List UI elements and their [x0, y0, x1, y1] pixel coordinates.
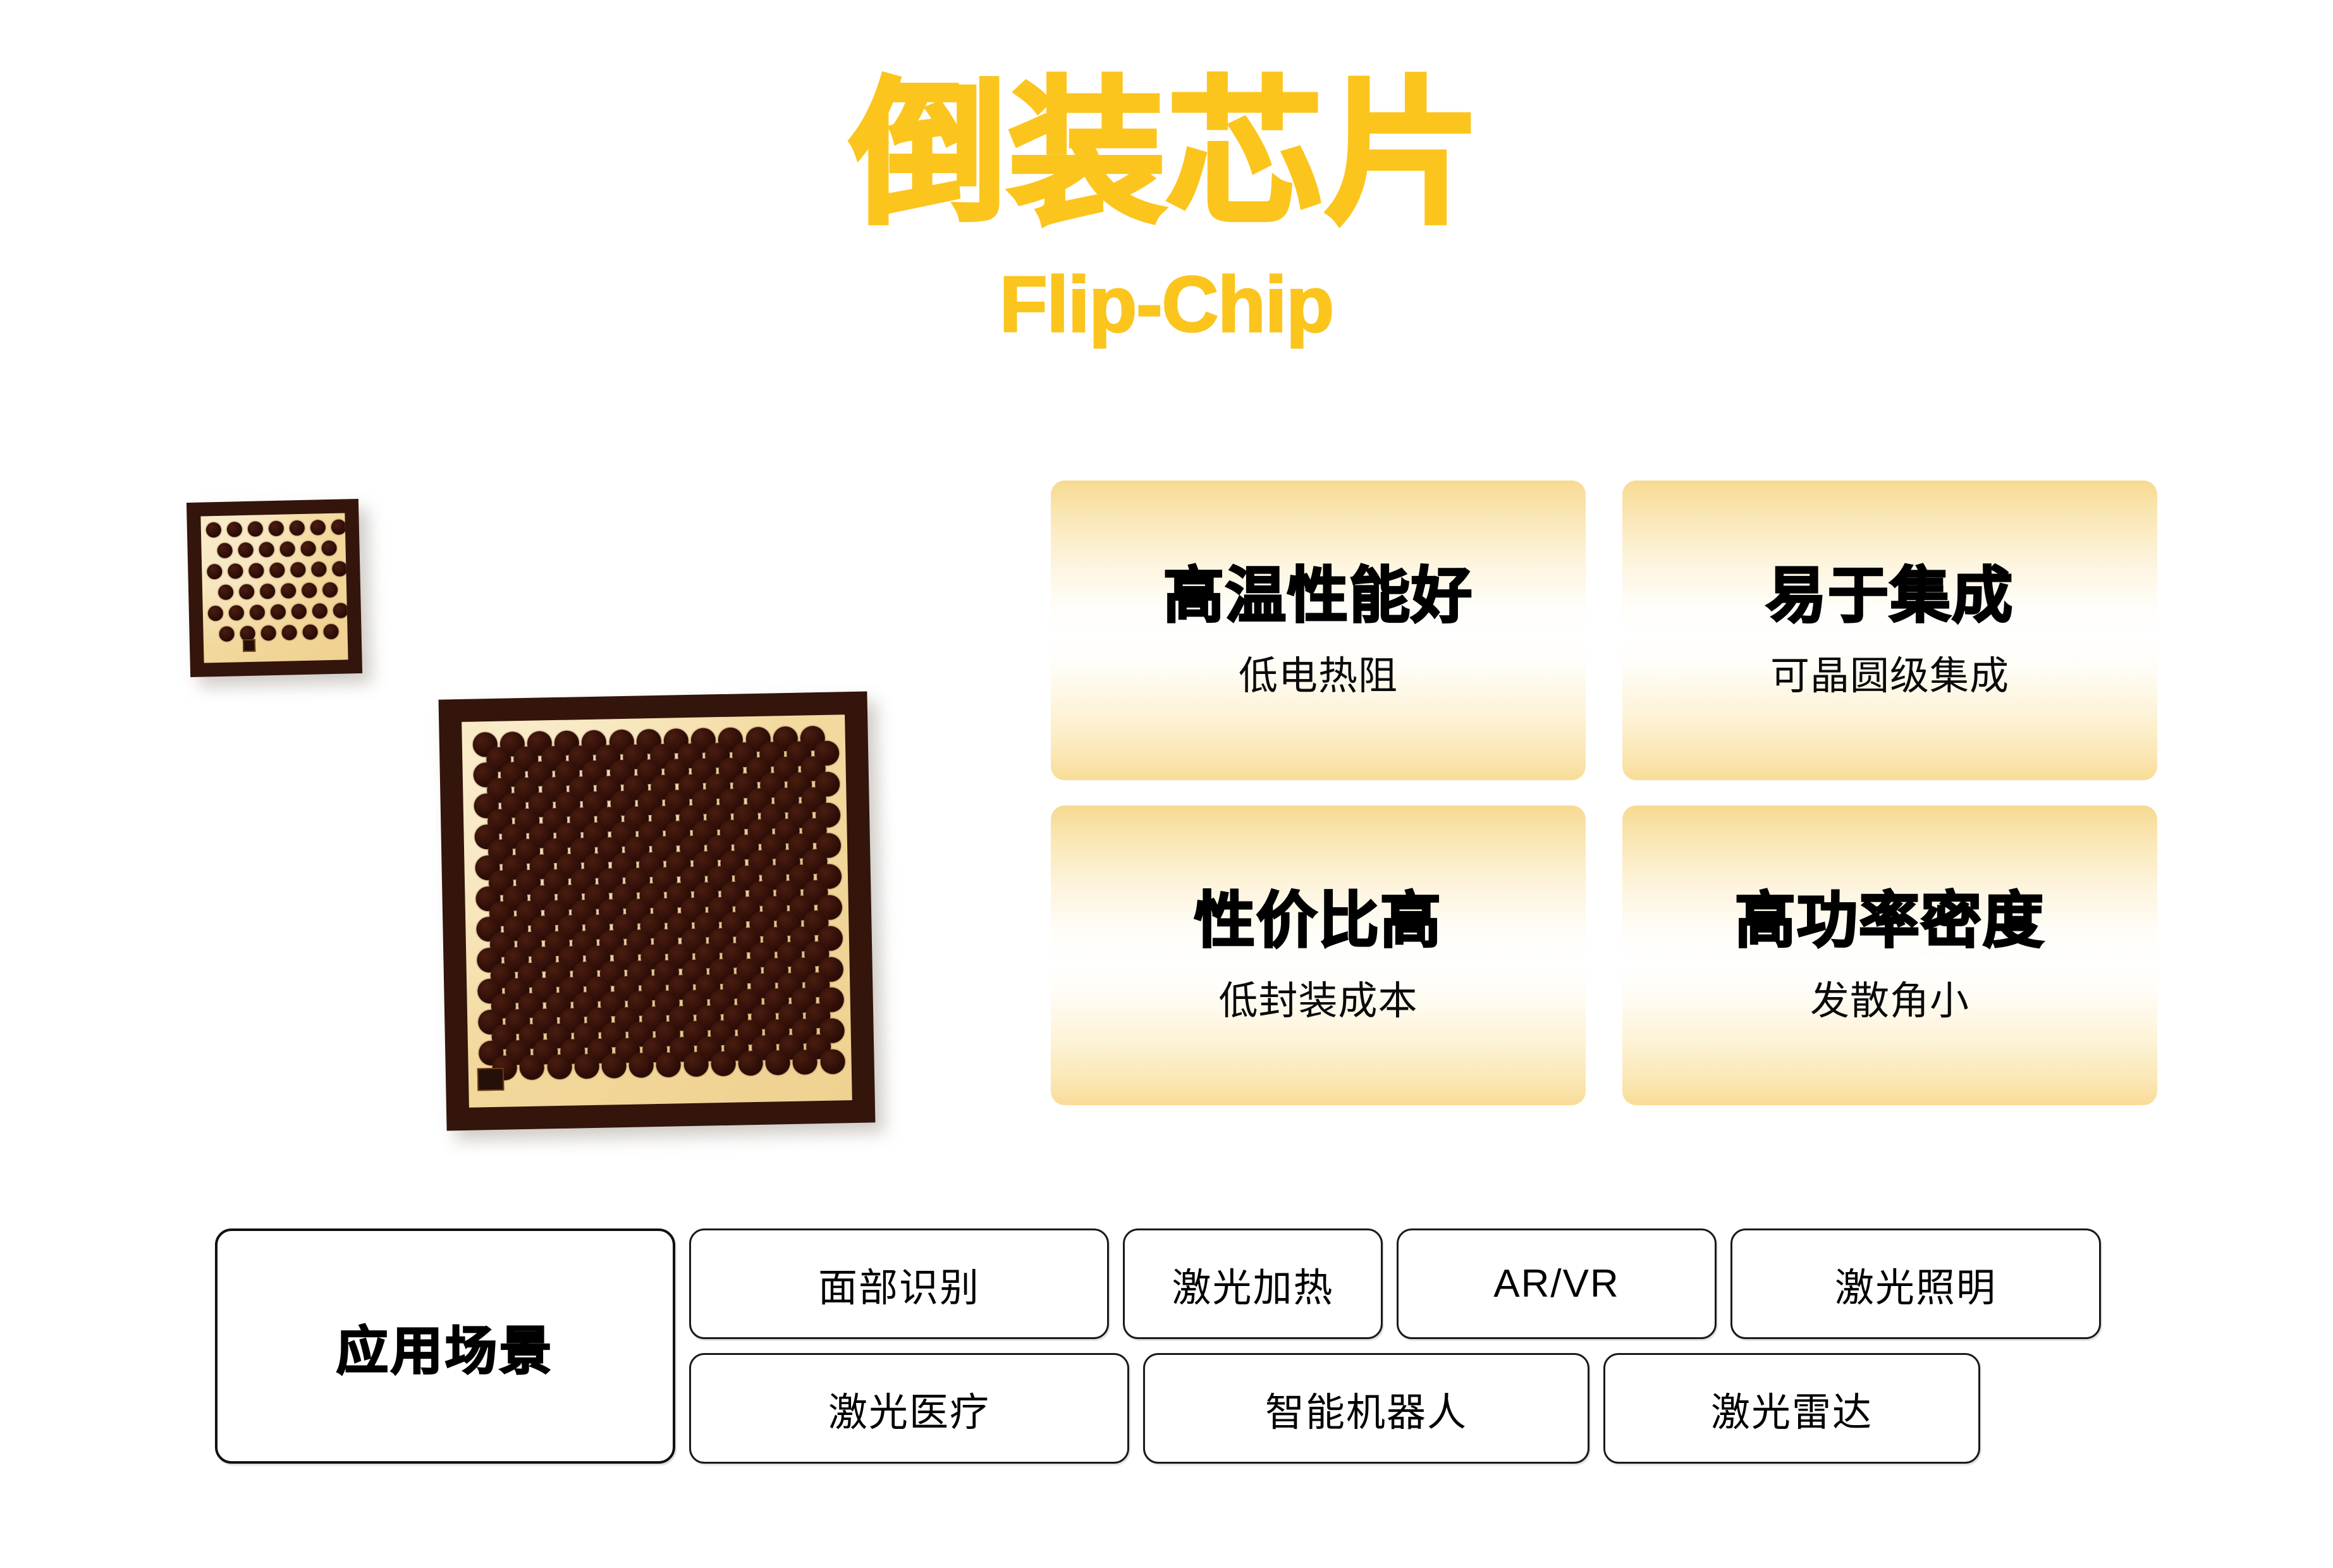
chip-bump-pad [819, 1049, 845, 1074]
chip-bump-pad [710, 1051, 736, 1077]
application-tag-laser-heating[interactable]: 激光加热 [1123, 1228, 1383, 1339]
chip-image-front [438, 691, 876, 1131]
application-label-text: 应用场景 [336, 1320, 554, 1382]
chip-bump-pad [289, 520, 305, 536]
chip-bump-pad [259, 583, 275, 599]
chip-bump-pad [628, 1053, 654, 1078]
page-subtitle: Flip-Chip [998, 261, 1335, 348]
feature-card-2-subtitle: 可晶圆级集成 [1770, 654, 2009, 698]
application-tag-row-1: 面部识别 激光加热 AR/VR 激光照明 [689, 1228, 2188, 1339]
chip-bump-pad [228, 604, 245, 621]
chip-bump-pad [281, 624, 297, 640]
chip-bump-pad [601, 1053, 627, 1079]
chip-bump-pad [683, 1051, 709, 1077]
chip-bump-pad [226, 522, 243, 537]
chip-bump-pad [574, 1053, 599, 1079]
chip-bump-pad [237, 542, 254, 558]
application-tag-laser-lighting[interactable]: 激光照明 [1730, 1228, 2101, 1339]
chip-bump-pad [301, 582, 317, 598]
chip-bump-pad [268, 520, 285, 537]
chip-bump-pad [248, 563, 264, 579]
chip-bump-pad [311, 561, 327, 577]
chip-orientation-marker [242, 639, 256, 652]
chip-image-back [186, 498, 363, 678]
page-title-block: 倒装芯片 Flip-Chip [0, 63, 2333, 348]
chip-bump-pad [738, 1050, 763, 1076]
chip-bump-pad [269, 562, 285, 579]
feature-card-grid: 高温性能好 低电热阻 易于集成 可晶圆级集成 性价比高 低封装成本 高功率密度 … [1051, 481, 2189, 1119]
application-tag-face-recognition[interactable]: 面部识别 [689, 1228, 1109, 1339]
chip-photo-group [0, 0, 948, 1201]
chip-bump-pad [519, 1055, 545, 1081]
chip-bump-pad [546, 1054, 572, 1080]
chip-bump-pad [218, 626, 235, 642]
application-tag-ar-vr[interactable]: AR/VR [1397, 1228, 1717, 1339]
chip-bump-pad [270, 604, 286, 620]
chip-bump-pad [656, 1052, 682, 1077]
chip-substrate-front [462, 714, 852, 1108]
chip-bump-pad [247, 521, 264, 537]
chip-bump-pad [207, 563, 223, 580]
chip-bump-pad [322, 623, 339, 639]
chip-bump-pad [238, 584, 254, 600]
chip-orientation-marker [477, 1067, 505, 1091]
chip-bump-pad [302, 624, 318, 640]
feature-card-2[interactable]: 易于集成 可晶圆级集成 [1622, 481, 2157, 780]
chip-bump-pad [310, 520, 326, 536]
chip-bump-pad [279, 541, 295, 557]
chip-bump-pad [312, 603, 328, 619]
application-section: 应用场景 面部识别 激光加热 AR/VR 激光照明 激光医疗 智能机器人 激光雷… [215, 1228, 2188, 1464]
chip-bump-pad [258, 541, 274, 558]
feature-card-4-subtitle: 发散角小 [1809, 979, 1969, 1023]
application-tag-row-2: 激光医疗 智能机器人 激光雷达 [689, 1353, 2188, 1464]
feature-card-3-subtitle: 低封装成本 [1218, 979, 1418, 1023]
feature-card-1-title: 高温性能好 [1162, 560, 1473, 632]
chip-bump-pad [228, 563, 243, 579]
chip-bump-pad [291, 603, 307, 620]
chip-bump-pad [300, 541, 316, 556]
application-tag-lidar[interactable]: 激光雷达 [1603, 1353, 1980, 1464]
feature-card-4-title: 高功率密度 [1734, 885, 2045, 957]
feature-card-3-title: 性价比高 [1193, 885, 1442, 957]
chip-bump-pad [290, 561, 306, 578]
application-section-label: 应用场景 [215, 1228, 675, 1464]
chip-bump-pad [331, 519, 347, 535]
feature-card-2-title: 易于集成 [1765, 560, 2014, 632]
chip-bump-pad [321, 540, 337, 556]
page-title: 倒装芯片 [848, 63, 1484, 245]
chip-bump-pad [205, 522, 222, 538]
chip-bump-pad [280, 583, 296, 599]
chip-bump-pad [260, 625, 276, 641]
feature-card-4[interactable]: 高功率密度 发散角小 [1622, 805, 2157, 1105]
application-tag-smart-robot[interactable]: 智能机器人 [1143, 1353, 1589, 1464]
chip-bump-pad [322, 582, 338, 598]
application-tag-laser-medical[interactable]: 激光医疗 [689, 1353, 1129, 1464]
chip-bump-pad [332, 561, 348, 577]
chip-bump-pad [216, 542, 233, 558]
chip-bump-pad [765, 1050, 791, 1075]
feature-card-3[interactable]: 性价比高 低封装成本 [1051, 805, 1586, 1105]
application-tag-list: 面部识别 激光加热 AR/VR 激光照明 激光医疗 智能机器人 激光雷达 [689, 1228, 2188, 1464]
chip-bump-pad [217, 584, 233, 600]
feature-card-1-subtitle: 低电热阻 [1238, 654, 1398, 698]
chip-bump-pad [792, 1050, 818, 1075]
chip-substrate-back [200, 513, 348, 663]
chip-bump-pad [207, 605, 224, 622]
chip-bump-pad [249, 604, 266, 620]
chip-bump-pad [333, 603, 348, 618]
feature-card-1[interactable]: 高温性能好 低电热阻 [1051, 481, 1586, 780]
